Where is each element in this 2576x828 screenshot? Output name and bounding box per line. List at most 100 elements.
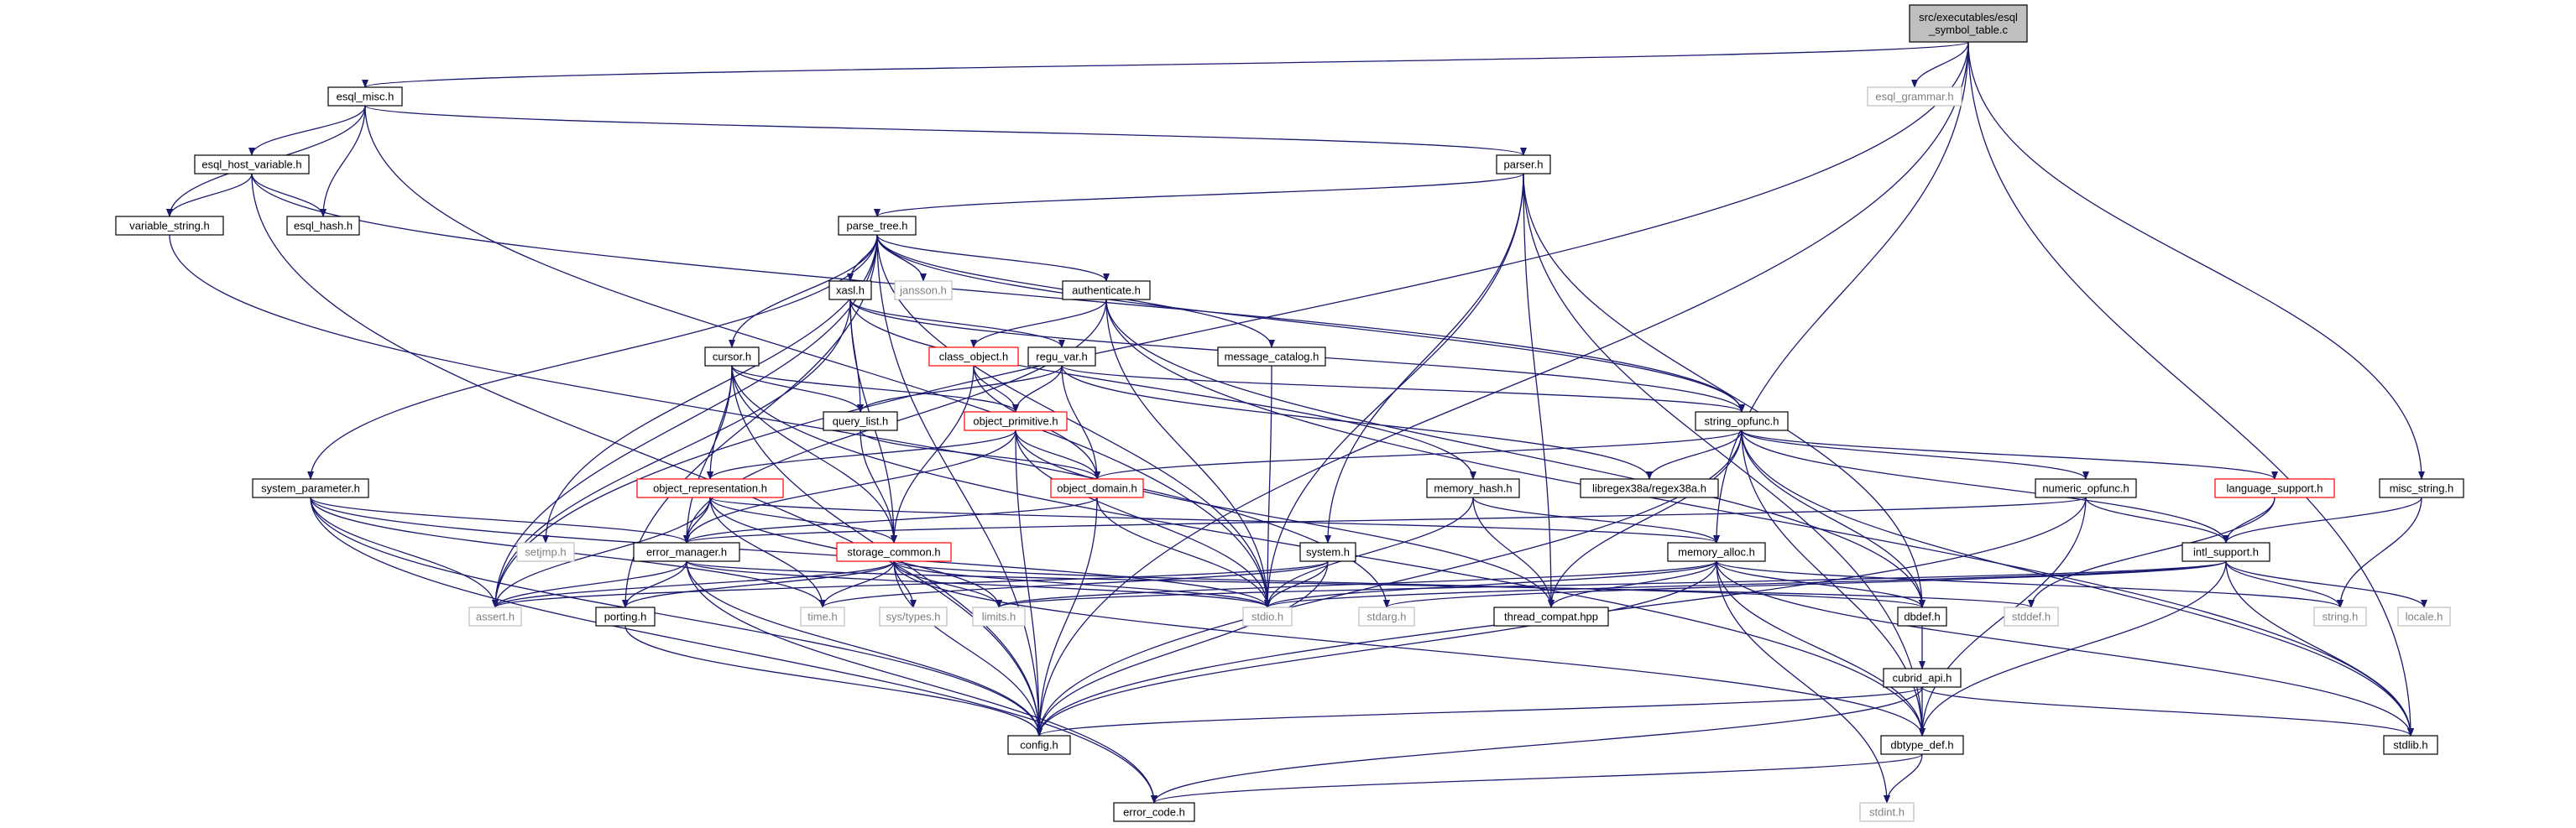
- node-error-code[interactable]: error_code.h: [1113, 802, 1195, 822]
- edge-parser-to-dbdef: [1523, 173, 1925, 608]
- node-object-domain[interactable]: object_domain.h: [1050, 478, 1144, 498]
- node-label: _symbol_table.c: [1928, 23, 2008, 36]
- node-authenticate[interactable]: authenticate.h: [1062, 280, 1151, 300]
- node-box: [928, 346, 1019, 367]
- edge-cubrid-api-to-stdlib: [1921, 686, 2414, 737]
- node-object-representation[interactable]: object_representation.h: [636, 478, 784, 498]
- node-storage-common[interactable]: storage_common.h: [836, 542, 952, 562]
- edge-group: [1105, 299, 1925, 608]
- edge-string-opfunc-to-intl-support: [1741, 430, 2229, 544]
- node-system[interactable]: system.h: [1299, 542, 1356, 562]
- edge-intl-support-to-stdio: [1264, 560, 2227, 608]
- node-regex38a[interactable]: libregex38a/regex38a.h: [1580, 478, 1719, 498]
- node-message-catalog[interactable]: message_catalog.h: [1217, 346, 1326, 367]
- node-root[interactable]: src/executables/esql_symbol_table.c: [1909, 4, 2028, 43]
- edge-group: [970, 299, 1107, 348]
- node-system-parameter[interactable]: system_parameter.h: [252, 478, 369, 498]
- node-config[interactable]: config.h: [1007, 735, 1071, 755]
- node-box: [1027, 346, 1096, 367]
- node-cursor[interactable]: cursor.h: [704, 346, 760, 367]
- edges-layer: [166, 41, 2427, 804]
- node-box: [1113, 802, 1195, 822]
- edge-storage-common-to-limits: [893, 560, 1002, 608]
- node-memory-hash[interactable]: memory_hash.h: [1426, 478, 1520, 498]
- node-language-support[interactable]: language_support.h: [2214, 478, 2335, 498]
- node-dbdef[interactable]: dbdef.h: [1897, 607, 1947, 627]
- node-parser[interactable]: parser.h: [1496, 154, 1551, 174]
- node-misc-string[interactable]: misc_string.h: [2379, 478, 2464, 498]
- edge-group: [1264, 497, 1474, 608]
- edge-object-primitive-to-error-manager: [683, 430, 1016, 544]
- edge-group: [1548, 430, 1743, 608]
- node-label: class_object.h: [939, 351, 1008, 363]
- node-box: [1909, 4, 2028, 43]
- edge-group: [492, 497, 711, 608]
- node-xasl[interactable]: xasl.h: [828, 280, 872, 300]
- edge-query-list-to-storage-common: [860, 430, 897, 544]
- node-label: string.h: [2323, 611, 2359, 623]
- node-esql-hash[interactable]: esql_hash.h: [286, 216, 360, 236]
- node-label: esql_hash.h: [294, 220, 353, 232]
- node-string-opfunc[interactable]: string_opfunc.h: [1695, 411, 1789, 431]
- node-esql-misc[interactable]: esql_misc.h: [327, 86, 403, 107]
- node-box: [828, 280, 872, 300]
- edge-error-manager-to-stdio: [686, 560, 1271, 608]
- node-object-primitive[interactable]: object_primitive.h: [964, 411, 1068, 431]
- node-label: language_support.h: [2227, 482, 2323, 495]
- node-label: memory_hash.h: [1434, 482, 1512, 495]
- edge-group: [1523, 173, 1925, 737]
- edge-cursor-to-error-manager: [683, 365, 733, 544]
- edge-group: [248, 105, 366, 156]
- edge-parse-tree-to-system-parameter: [307, 234, 878, 480]
- node-parse-tree[interactable]: parse_tree.h: [838, 216, 917, 236]
- node-label: message_catalog.h: [1225, 351, 1319, 363]
- node-thread-compat[interactable]: thread_compat.hpp: [1493, 607, 1609, 627]
- node-label: setjmp.h: [525, 546, 566, 559]
- edge-group: [1105, 299, 1271, 608]
- edge-group: [709, 497, 1720, 544]
- edge-root-to-memory-alloc: [1713, 41, 1969, 544]
- edge-intl-support-to-stdarg: [1383, 560, 2227, 608]
- edge-group: [492, 560, 895, 608]
- edge-group: [1036, 497, 1098, 737]
- node-intl-support[interactable]: intl_support.h: [2182, 542, 2270, 562]
- edge-group: [731, 365, 897, 544]
- node-porting[interactable]: porting.h: [595, 607, 656, 627]
- node-stdlib[interactable]: stdlib.h: [2383, 735, 2438, 755]
- edge-storage-common-to-dbtype-def: [893, 560, 1925, 737]
- node-box: [115, 216, 224, 236]
- edge-root-to-esql-misc: [362, 41, 1969, 88]
- edge-cubrid-api-to-error-code: [1151, 686, 1923, 804]
- node-variable-string[interactable]: variable_string.h: [115, 216, 224, 236]
- edge-string-opfunc-to-dbdef: [1741, 430, 1925, 608]
- edge-group: [1741, 430, 2089, 480]
- node-dbtype-def[interactable]: dbtype_def.h: [1880, 735, 1964, 755]
- node-label: stddef.h: [2012, 611, 2051, 623]
- node-box: [516, 542, 575, 562]
- node-esql-host-variable[interactable]: esql_host_variable.h: [194, 154, 310, 174]
- node-memory-alloc[interactable]: memory_alloc.h: [1667, 542, 1766, 562]
- node-numeric-opfunc[interactable]: numeric_opfunc.h: [2035, 478, 2137, 498]
- edge-group: [310, 497, 690, 544]
- edge-parse-tree-to-xasl: [847, 234, 878, 282]
- edge-group: [1716, 560, 1925, 737]
- edge-group: [1967, 41, 2425, 480]
- edge-group: [2223, 497, 2422, 544]
- edge-group: [310, 497, 1042, 737]
- node-class-object[interactable]: class_object.h: [928, 346, 1019, 367]
- edge-group: [1061, 365, 1745, 413]
- edge-group: [1472, 497, 1554, 608]
- node-string: string.h: [2313, 607, 2367, 627]
- edge-dbtype-def-to-error-code: [1151, 753, 1923, 804]
- node-regu-var[interactable]: regu_var.h: [1027, 346, 1096, 367]
- node-label: limits.h: [982, 611, 1016, 623]
- node-label: dbtype_def.h: [1890, 739, 1953, 752]
- edge-system-to-time: [819, 560, 1329, 608]
- edge-group: [1884, 753, 1923, 804]
- edge-object-representation-to-storage-common: [709, 497, 897, 544]
- edge-xasl-to-query-list: [849, 299, 864, 413]
- node-error-manager[interactable]: error_manager.h: [633, 542, 740, 562]
- node-cubrid-api[interactable]: cubrid_api.h: [1883, 668, 1962, 688]
- node-query-list[interactable]: query_list.h: [823, 411, 898, 431]
